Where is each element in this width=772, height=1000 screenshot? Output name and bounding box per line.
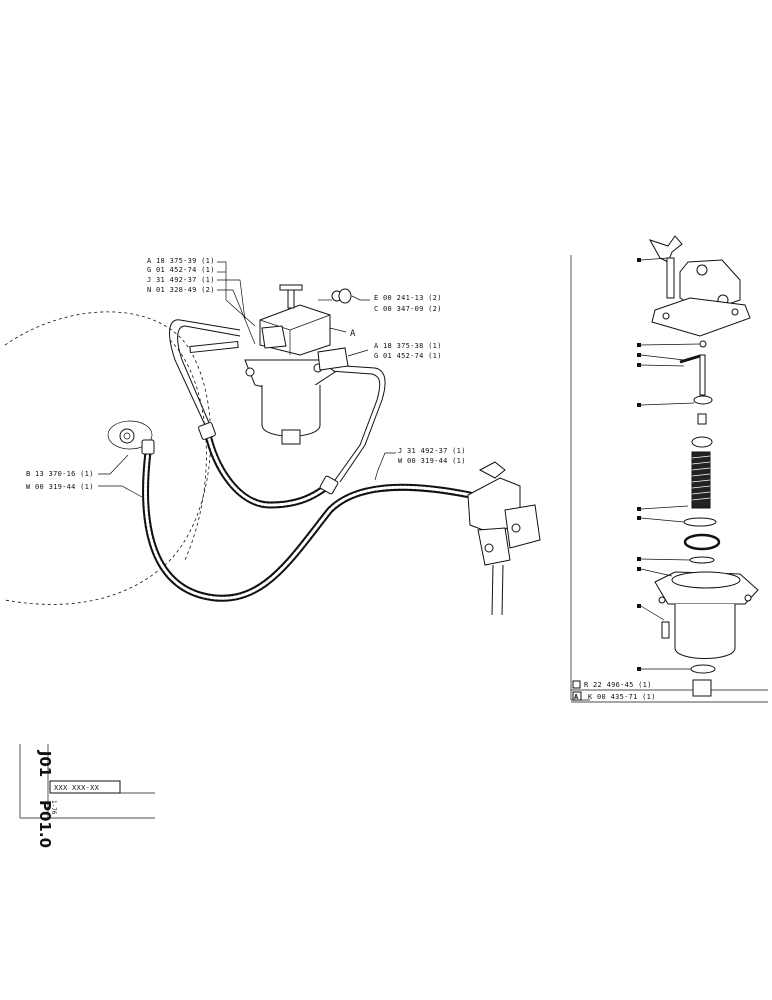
label-valve-letter: A — [350, 329, 356, 339]
hose-valve — [169, 319, 386, 509]
group-code: J01 — [36, 750, 54, 777]
label-valve-j1: J 31 492-37 (1) — [147, 276, 215, 284]
leader-lines — [98, 261, 396, 498]
part-number-placeholder: XXX XXX-XX — [54, 784, 100, 792]
exploded-view — [570, 235, 768, 703]
label-hose-j: J 31 492-37 (1) — [398, 447, 466, 455]
label-repair-kit: R 22 496-45 (1) — [584, 681, 652, 689]
water-separator-valve — [189, 284, 352, 445]
hose-tank — [141, 439, 474, 602]
label-valve-c1: C 00 347-09 (2) — [374, 305, 442, 313]
label-valve-a2: A 18 375-38 (1) — [374, 342, 442, 350]
label-valve-e1: E 00 241-13 (2) — [374, 294, 442, 302]
label-valve-n1: N 01 328-49 (2) — [147, 286, 215, 294]
sub-code: 1-76 — [50, 800, 57, 815]
label-tank-b: B 13 370-16 (1) — [26, 470, 94, 478]
page-code: P01.0 — [36, 800, 54, 848]
label-valve-g1: G 01 452-74 (1) — [147, 266, 215, 274]
label-tank-w: W 00 319-44 (1) — [26, 483, 94, 491]
air-tank — [4, 311, 212, 605]
label-assembly-letter: A — [574, 693, 579, 701]
relay-valve — [467, 461, 541, 616]
label-assembly: K 00 435-71 (1) — [588, 693, 656, 701]
title-block — [19, 744, 155, 819]
label-valve-g2: G 01 452-74 (1) — [374, 352, 442, 360]
label-hose-w: W 00 319-44 (1) — [398, 457, 466, 465]
label-valve-a1: A 18 375-39 (1) — [147, 257, 215, 265]
